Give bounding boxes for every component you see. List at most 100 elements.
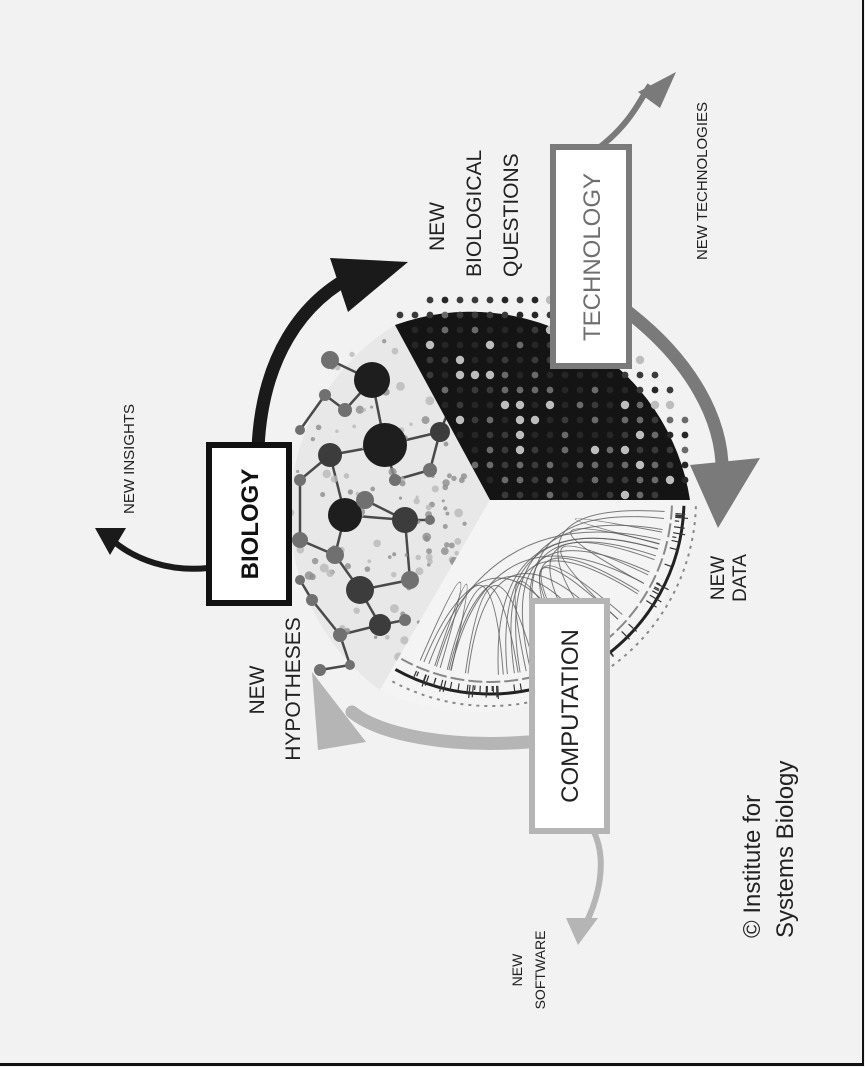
microarray-dot <box>441 386 449 394</box>
molecule-node <box>392 507 418 533</box>
microarray-dot <box>561 476 569 484</box>
circos-tick <box>442 680 447 692</box>
nbq-line-2: BIOLOGICAL <box>463 150 486 277</box>
molecule-node <box>295 425 305 435</box>
microarray-dot <box>515 400 525 410</box>
circos-tick <box>424 675 430 686</box>
circos-tick <box>423 674 427 681</box>
microarray-dot <box>501 371 509 379</box>
microarray-dot <box>441 356 449 364</box>
microarray-dot <box>651 461 659 469</box>
microarray-dot <box>471 431 479 439</box>
microarray-dots-graphic <box>396 295 689 500</box>
microarray-dot <box>591 461 599 469</box>
molecule-background-dot <box>454 550 460 556</box>
molecule-background-dot <box>404 553 408 557</box>
microarray-dot <box>396 311 404 319</box>
molecule-background-dot <box>454 538 462 545</box>
microarray-dot <box>456 401 464 409</box>
microarray-dot <box>546 491 554 499</box>
microarray-dot <box>501 341 509 349</box>
circos-link <box>450 555 645 671</box>
microarray-dot <box>621 416 629 424</box>
molecule-background-dot <box>444 542 450 548</box>
microarray-dot <box>561 401 569 409</box>
circos-tick <box>416 671 420 677</box>
new-hypotheses-label: NEW HYPOTHESES <box>246 617 305 761</box>
circos-link <box>515 524 663 673</box>
microarray-dot <box>486 311 494 319</box>
circos-link <box>510 560 638 674</box>
molecule-background-dot <box>442 479 450 487</box>
molecule-background-dot <box>445 511 450 516</box>
molecule-background-dot <box>364 566 371 572</box>
microarray-dot <box>636 386 644 394</box>
molecule-background-dot <box>319 563 329 573</box>
molecule-background-dot <box>384 634 390 640</box>
microarray-dot <box>620 490 630 500</box>
molecule-node <box>425 515 435 525</box>
microarray-dot <box>455 415 465 425</box>
molecule-background-dot <box>462 521 467 526</box>
microarray-dot <box>621 386 629 394</box>
microarray-dot <box>606 476 614 484</box>
molecule-node <box>338 403 352 417</box>
microarray-dot <box>591 416 599 424</box>
microarray-dot <box>546 386 554 394</box>
molecule-bond <box>298 394 327 431</box>
microarray-dot <box>471 446 479 454</box>
new-insights-arrow <box>95 528 209 572</box>
microarray-dot <box>561 491 569 499</box>
new-hypotheses-line-2: HYPOTHESES <box>282 617 305 761</box>
molecule-background-dot <box>343 473 350 479</box>
microarray-dot <box>441 296 449 304</box>
microarray-dot <box>441 371 449 379</box>
microarray-dot <box>620 400 630 410</box>
molecule-node <box>319 389 331 401</box>
microarray-dot <box>576 476 584 484</box>
microarray-dot <box>531 326 539 334</box>
new-technologies-arrow <box>594 72 676 153</box>
molecule-node <box>328 498 362 532</box>
microarray-dot <box>666 461 674 469</box>
microarray-dot <box>546 371 554 379</box>
microarray-dot <box>501 461 509 469</box>
microarray-dot <box>486 446 494 454</box>
central-circle-graphic <box>286 295 697 713</box>
circos-tick <box>513 684 516 692</box>
molecule-node <box>399 614 411 626</box>
microarray-sector <box>395 311 690 500</box>
molecule-node <box>401 571 419 589</box>
microarray-dot <box>471 356 479 364</box>
molecule-background-dot <box>311 557 319 565</box>
microarray-dot <box>531 311 539 319</box>
microarray-dot <box>455 370 465 380</box>
molecule-background-dot <box>389 604 399 613</box>
microarray-dot <box>665 475 675 485</box>
microarray-dot <box>636 371 644 379</box>
new-technologies-label: NEW TECHNOLOGIES <box>694 102 711 260</box>
molecule-node <box>292 532 308 548</box>
microarray-dot <box>516 476 524 484</box>
microarray-dot <box>516 371 524 379</box>
molecule-background-dot <box>355 405 364 414</box>
microarray-dot <box>501 446 509 454</box>
molecule-node <box>369 614 391 636</box>
microarray-dot <box>621 371 629 379</box>
molecule-background-dot <box>387 555 392 559</box>
circos-tick <box>655 582 669 591</box>
molecule-background-dot <box>382 339 387 344</box>
molecule-background-dot <box>388 467 397 476</box>
microarray-dot <box>651 446 659 454</box>
circos-tick <box>413 670 418 677</box>
molecule-node <box>294 474 306 486</box>
technology-box-label: TECHNOLOGY <box>579 173 606 341</box>
microarray-dot <box>576 431 584 439</box>
microarray-dot <box>635 460 645 470</box>
microarray-dot <box>501 476 509 484</box>
microarray-dot <box>516 356 524 364</box>
microarray-dot <box>501 386 509 394</box>
circos-tick <box>652 590 659 595</box>
circos-tick <box>649 594 662 603</box>
microarray-dot <box>441 311 449 319</box>
